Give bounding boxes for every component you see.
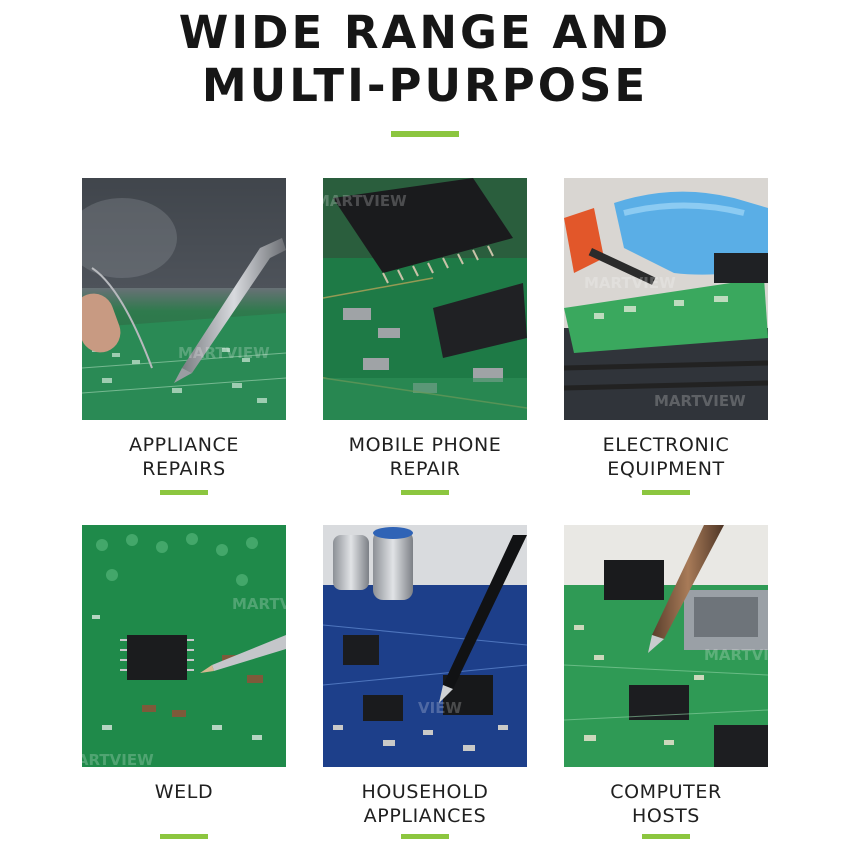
computer-hosts-photo: MARTVIEW (564, 525, 768, 767)
appliance-repairs-accent-bar (160, 490, 208, 495)
electronic-equipment-photo: MARTVIEW MARTVIEW (564, 178, 768, 420)
household-appliances-caption: HOUSEHOLD APPLIANCES (303, 780, 547, 828)
title-accent-bar (391, 131, 459, 137)
caption-line-1: WELD (154, 781, 214, 803)
weld-accent-bar (160, 834, 208, 839)
svg-text:MARTVIEW: MARTVIEW (178, 344, 270, 362)
household-appliances-photo: VIEW (323, 525, 527, 767)
svg-text:MARTVIEW: MARTVIEW (323, 192, 407, 210)
electronic-equipment-caption: ELECTRONIC EQUIPMENT (544, 433, 788, 481)
caption-line-1: APPLIANCE (129, 434, 239, 456)
svg-text:MARTVIEW: MARTVIEW (584, 274, 676, 292)
mobile-phone-repair-accent-bar (401, 490, 449, 495)
appliance-repairs-photo: MARTVIEW (82, 178, 286, 420)
caption-line-2: REPAIRS (142, 458, 226, 480)
caption-line-2: EQUIPMENT (607, 458, 725, 480)
svg-text:MARTVIEW: MARTVIEW (654, 392, 746, 410)
headline-line-1: WIDE RANGE AND (178, 6, 672, 59)
caption-line-1: MOBILE PHONE (348, 434, 502, 456)
svg-text:MARTVIEW: MARTVIEW (82, 751, 154, 767)
caption-line-1: HOUSEHOLD (361, 781, 489, 803)
appliance-repairs-caption: APPLIANCE REPAIRS (62, 433, 306, 481)
household-appliances-accent-bar (401, 834, 449, 839)
svg-text:MARTVIEW: MARTVIEW (704, 646, 768, 664)
caption-line-2: APPLIANCES (363, 805, 487, 827)
weld-photo: MARTVIEW MARTVIEW (82, 525, 286, 767)
caption-line-2: HOSTS (632, 805, 700, 827)
computer-hosts-caption: COMPUTER HOSTS (544, 780, 788, 828)
mobile-phone-repair-photo: MARTVIEW (323, 178, 527, 420)
headline: WIDE RANGE AND MULTI-PURPOSE (0, 6, 850, 112)
computer-hosts-accent-bar (642, 834, 690, 839)
caption-line-1: COMPUTER (610, 781, 722, 803)
caption-line-2: REPAIR (389, 458, 461, 480)
headline-line-2: MULTI-PURPOSE (201, 59, 649, 112)
weld-caption: WELD (62, 780, 306, 804)
mobile-phone-repair-caption: MOBILE PHONE REPAIR (303, 433, 547, 481)
caption-line-1: ELECTRONIC (602, 434, 730, 456)
svg-text:MARTVIEW: MARTVIEW (232, 595, 286, 613)
svg-text:VIEW: VIEW (418, 699, 462, 717)
electronic-equipment-accent-bar (642, 490, 690, 495)
